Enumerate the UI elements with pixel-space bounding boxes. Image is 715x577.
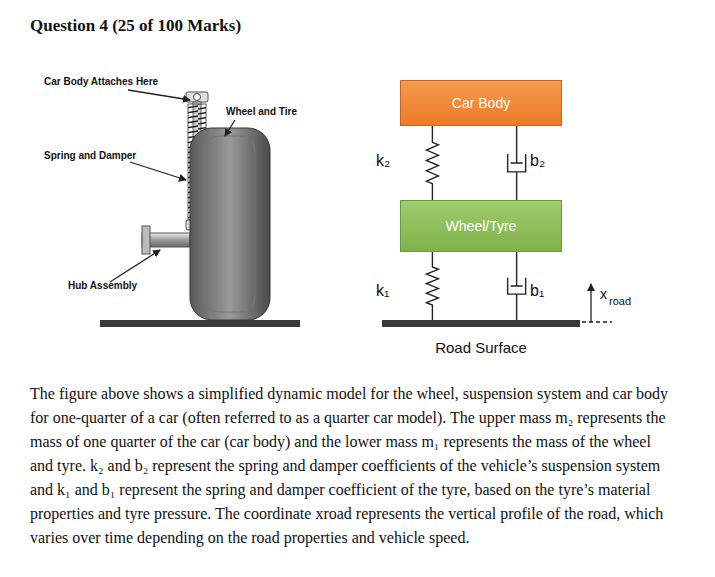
stiffness-symbol: k₂	[376, 152, 390, 170]
part-label: Wheel and Tire	[226, 106, 297, 117]
title: Question 4 (25 of 100 Marks)	[30, 16, 241, 36]
leader-arrow	[130, 162, 186, 180]
damper-symbol	[508, 126, 526, 200]
mass-label: Wheel/Tyre	[446, 218, 517, 234]
stiffness-symbol: k₁	[376, 282, 389, 300]
road-displacement-arrow	[590, 284, 591, 322]
body-paragraph: The figure above shows a simplified dyna…	[30, 382, 670, 550]
spring-symbol	[426, 252, 438, 320]
mass-box: Car Body	[400, 80, 562, 126]
part-label: Car Body Attaches Here	[44, 76, 158, 87]
road-datum	[582, 321, 612, 322]
mass-box: Wheel/Tyre	[400, 200, 562, 252]
leader-arrow	[110, 250, 160, 282]
mount-bolt	[194, 94, 201, 101]
damping-symbol: b₂	[530, 152, 545, 170]
road-surface: Road Surface	[382, 320, 580, 356]
tyre-tread	[205, 136, 255, 312]
hub-flange	[142, 226, 150, 254]
damper-symbol	[508, 252, 526, 320]
leader-arrow	[128, 90, 190, 100]
road-label: Road Surface	[382, 327, 580, 356]
spring-symbol	[426, 126, 438, 200]
spring-damper-connector	[426, 252, 525, 320]
leader-arrow	[225, 120, 235, 136]
spring-damper-connector	[426, 126, 525, 200]
tyre	[190, 128, 270, 320]
damping-symbol: b₁	[530, 282, 544, 300]
displacement-symbol: x	[600, 286, 607, 302]
part-label: Hub Assembly	[68, 280, 137, 291]
displacement-subscript: road	[609, 295, 631, 307]
mass-label: Car Body	[452, 95, 510, 111]
part-label: Spring and Damper	[44, 150, 136, 161]
ground	[100, 320, 300, 327]
